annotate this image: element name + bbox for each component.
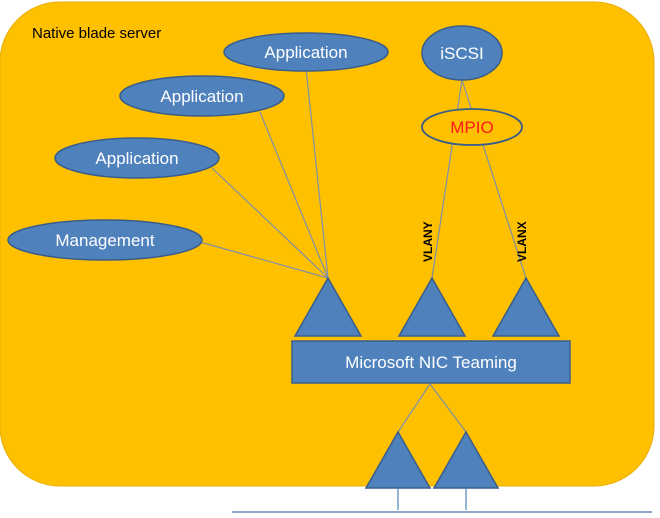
management-node: Management [7,219,203,261]
server-title: Native blade server [32,25,161,42]
application-node-2: Application [119,75,285,117]
vlan-x-label: VLANX [515,221,529,262]
line-team-to-nic2 [429,383,467,433]
nic-teaming-label: Microsoft NIC Teaming [345,353,517,372]
application-3-label: Application [95,149,178,168]
application-2-label: Application [160,87,243,106]
connector-lines [199,67,527,433]
line-team-to-nic1 [397,383,431,433]
application-1-label: Application [264,43,347,62]
iscsi-node: iSCSI [421,25,503,81]
vlan-y-label: VLANY [421,221,435,262]
iscsi-label: iSCSI [440,44,483,63]
team-interface-triangle-1 [293,276,363,337]
line-mgmt-to-team [199,241,329,279]
team-interface-triangle-vlanx [491,276,561,337]
line-app2-to-team [259,111,329,279]
mpio-label: MPIO [450,118,493,137]
application-node-3: Application [54,137,220,179]
line-app3-to-team [211,167,329,279]
team-interface-triangle-vlany [397,276,467,337]
management-label: Management [55,231,155,250]
nic-teaming-box: Microsoft NIC Teaming [291,340,571,384]
application-node-1: Application [223,32,389,72]
mpio-node: MPIO [421,108,523,146]
line-app1-to-team [305,67,329,279]
uplink-lines [232,488,652,513]
